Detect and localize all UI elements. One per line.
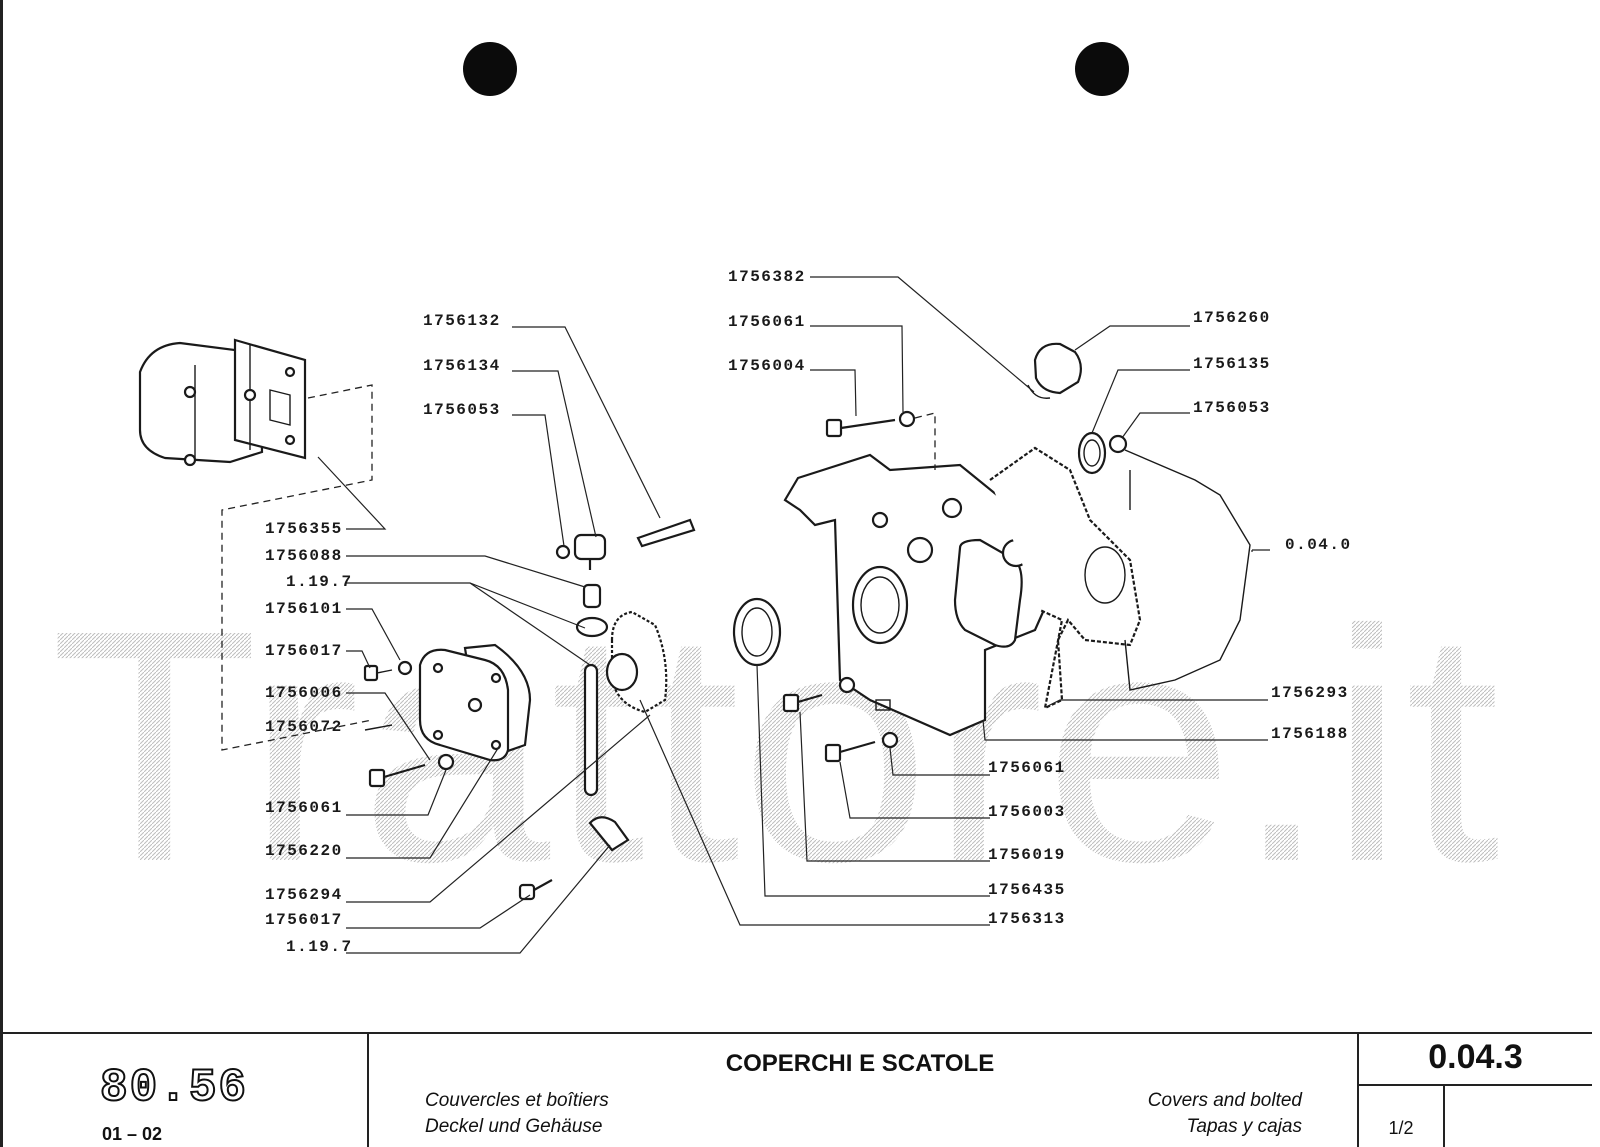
label-1756435: 1756435 <box>988 881 1066 899</box>
label-1756132: 1756132 <box>423 312 501 330</box>
center-lower-bolts <box>782 693 899 763</box>
label-1756220: 1756220 <box>265 842 343 860</box>
small-bolts-left <box>363 660 553 901</box>
filler-cap-drawing <box>825 342 1128 475</box>
label-1756072: 1756072 <box>265 718 343 736</box>
binder-hole-left <box>463 42 517 96</box>
label-1756188: 1756188 <box>1271 725 1349 743</box>
hydraulic-pump-drawing <box>138 338 307 467</box>
drive-gear-drawing <box>605 610 668 714</box>
label-1756293: 1756293 <box>1271 684 1349 702</box>
label-1756260: 1756260 <box>1193 309 1271 327</box>
title-german: Deckel und Gehäuse <box>425 1116 603 1137</box>
title-block: 80.56 01 – 02 COPERCHI E SCATOLE Couverc… <box>0 1032 1600 1147</box>
label-1-19-7-top: 1.19.7 <box>286 573 353 591</box>
page-left-edge <box>0 0 3 1147</box>
label-1756017-bottom: 1756017 <box>265 911 343 929</box>
label-1756006: 1756006 <box>265 684 343 702</box>
label-1756355: 1756355 <box>265 520 343 538</box>
label-1756101: 1756101 <box>265 600 343 618</box>
leader-lines <box>317 276 1270 954</box>
title-italian: COPERCHI E SCATOLE <box>725 1050 995 1077</box>
label-1756061-left: 1756061 <box>265 799 343 817</box>
label-1756004: 1756004 <box>728 357 806 375</box>
label-1756017-top: 1756017 <box>265 642 343 660</box>
label-1756053-left: 1756053 <box>423 401 501 419</box>
model-logo: 80.56 <box>99 1061 249 1115</box>
cover-gasket-drawing <box>989 446 1142 710</box>
page-range: 01 – 02 <box>102 1124 163 1144</box>
label-0-04-0: 0.04.0 <box>1285 536 1352 554</box>
label-1756061-top: 1756061 <box>728 313 806 331</box>
label-1756313: 1756313 <box>988 910 1066 928</box>
exploded-view-drawing: Trattore.it <box>50 268 1501 956</box>
left-side-cover-drawing <box>418 643 532 762</box>
label-1756294: 1756294 <box>265 886 343 904</box>
title-english: Covers and bolted <box>1147 1090 1302 1111</box>
fuel-fitting-drawing <box>555 518 696 852</box>
label-1756382: 1756382 <box>728 268 806 286</box>
rear-housing-drawing <box>1084 449 1251 691</box>
binder-hole-right <box>1075 42 1129 96</box>
label-1756134: 1756134 <box>423 357 501 375</box>
label-1756135: 1756135 <box>1193 355 1271 373</box>
label-1756003: 1756003 <box>988 803 1066 821</box>
label-1756053-right: 1756053 <box>1193 399 1271 417</box>
label-1756061-mid: 1756061 <box>988 759 1066 777</box>
sheet-number: 1/2 <box>1388 1118 1414 1138</box>
title-spanish: Tapas y cajas <box>1186 1116 1302 1137</box>
seal-ring-drawing <box>732 597 782 667</box>
label-1756019: 1756019 <box>988 846 1066 864</box>
title-french: Couvercles et boîtiers <box>425 1090 609 1111</box>
label-1756088: 1756088 <box>265 547 343 565</box>
section-code: 0.04.3 <box>1428 1038 1523 1076</box>
label-1-19-7-bottom: 1.19.7 <box>286 938 353 956</box>
